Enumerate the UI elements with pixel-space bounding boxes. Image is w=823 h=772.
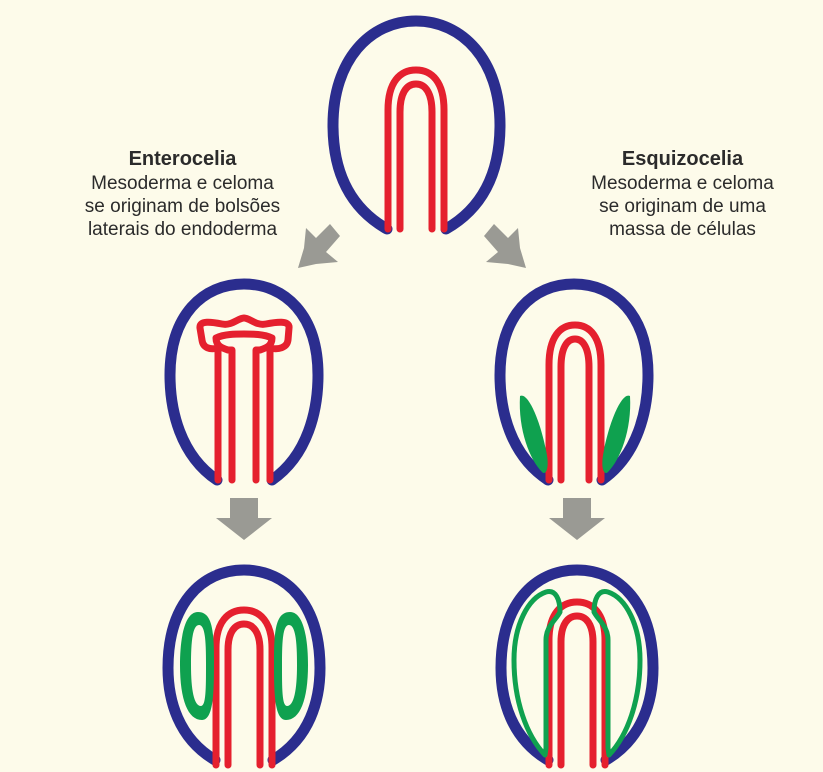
schizocoely-stage-2-embryo [495,564,659,769]
coelom-cavity-right [591,589,643,758]
ectoderm-outline [162,564,326,766]
schizocoely-title: Esquizocelia [621,148,744,170]
arrow-down-right-icon [484,224,526,268]
endoderm-archenteron [384,66,448,233]
enterocoely-stage-2-embryo [162,564,326,769]
enterocoely-stage-1-embryo [164,278,324,486]
ectoderm-outline [494,278,654,486]
schizocoely-caption: Esquizocelia Mesoderma e celoma se origi… [555,146,810,241]
mesoderm-cell-mass-left [519,395,548,474]
ectoderm-outline [327,15,506,235]
enterocoely-description-line-2: se originam de bolsões [84,196,281,217]
endoderm-archenteron [212,606,276,769]
arrow-down-left-column-icon [216,498,272,540]
gastrula-embryo [327,15,506,235]
mesoderm-cell-mass-right [602,395,631,474]
coelom-cavity-left [511,589,563,758]
enterocoely-description-line-3: laterais do endoderma [87,219,278,240]
coelom-pouch-right [274,612,308,720]
schizocoely-description-line-2: se originam de uma [599,196,766,217]
endoderm-archenteron [545,598,609,769]
endoderm-with-lateral-pouches [196,314,293,484]
endoderm-archenteron [545,321,605,484]
schizocoely-stage-1-embryo [494,278,654,486]
coelom-pouch-left [180,612,214,720]
arrow-down-left-icon [298,224,340,268]
enterocoely-description-line-1: Mesoderma e celoma [91,173,274,194]
arrow-down-right-column-icon [549,498,605,540]
ectoderm-outline [495,564,659,766]
schizocoely-description-line-1: Mesoderma e celoma [591,173,774,194]
schizocoely-description-line-3: massa de células [609,219,756,240]
enterocoely-title: Enterocelia [128,148,237,170]
enterocoely-caption: Enterocelia Mesoderma e celoma se origin… [55,146,310,241]
ectoderm-outline [164,278,324,486]
